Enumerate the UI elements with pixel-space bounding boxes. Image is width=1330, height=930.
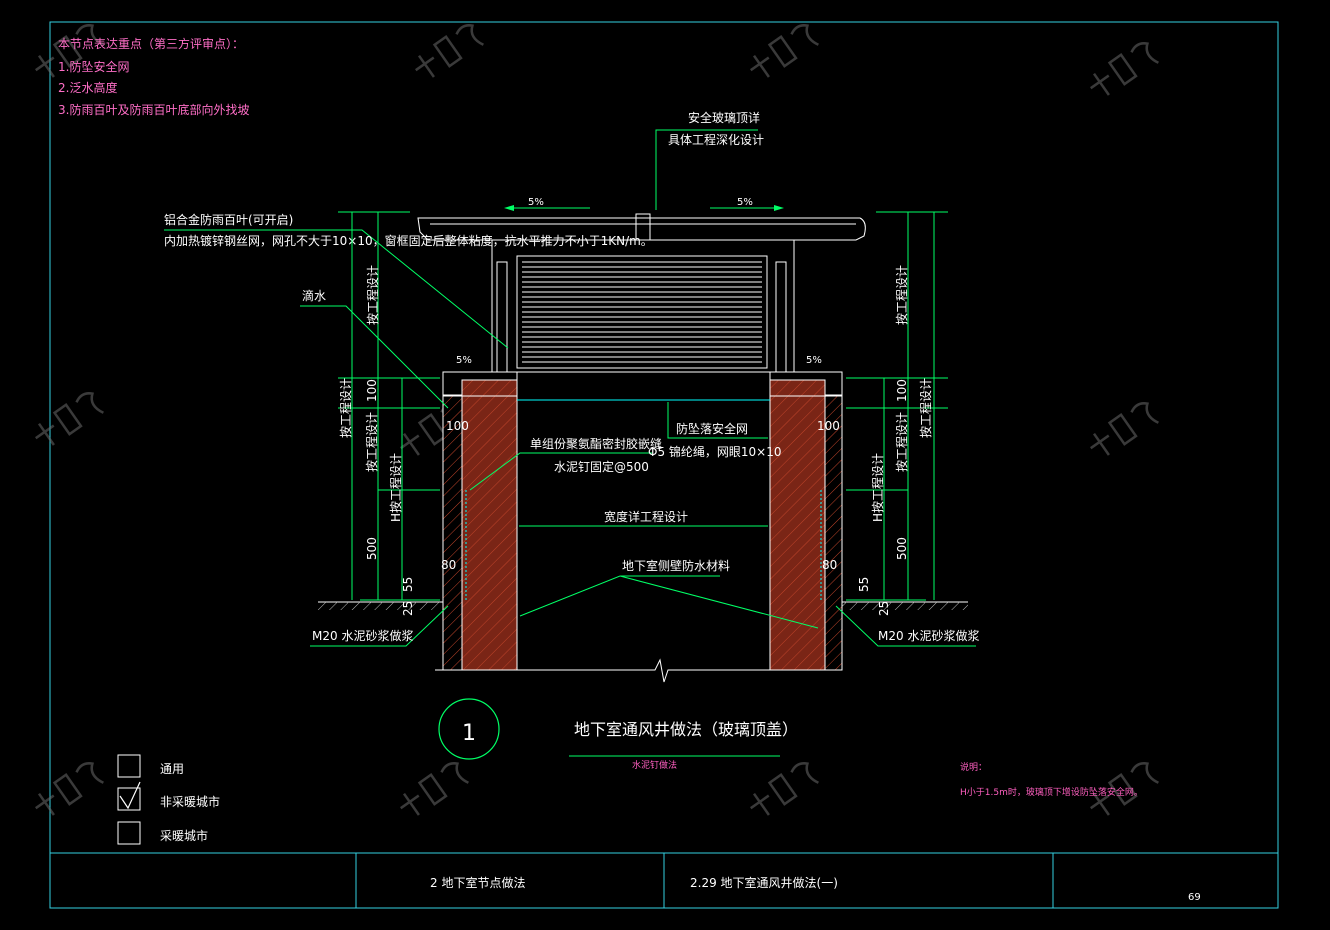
label-louver-2: 内加热镀锌钢丝网，网孔不大于10×10，窗框固定后整体粘度，抗水平推力不小于1K… [164, 233, 653, 248]
arrowhead [504, 205, 514, 211]
label-waterproof: 地下室侧壁防水材料 [622, 558, 730, 573]
label-glass-top-2: 具体工程深化设计 [668, 132, 764, 147]
ground-hatch-right [842, 602, 968, 610]
dim-right-by-project-3: 按工程设计 [894, 412, 909, 472]
leader-safety-net [667, 402, 768, 439]
louver-panel [516, 255, 768, 369]
right-wall-finish [824, 394, 843, 671]
dim-left-100: 100 [365, 379, 379, 402]
dim-left-by-project-2: 按工程设计 [338, 378, 353, 438]
dim-right-55: 55 [857, 577, 871, 592]
glass-ridge [635, 213, 651, 241]
louver-slats [522, 261, 762, 363]
notes-item-1: 1.防坠安全网 [58, 59, 129, 74]
dim-left-h: H按工程设计 [388, 453, 403, 522]
break-line [435, 658, 842, 683]
dim-right-25: 25 [877, 601, 891, 616]
dim-left-25: 25 [401, 601, 415, 616]
titleblock-page: 69 [1188, 892, 1201, 903]
dim-right-100b: 100 [817, 419, 840, 433]
dim-left-by-project-1: 按工程设计 [365, 265, 380, 325]
check-icon [119, 781, 141, 810]
leader-glass-top [655, 129, 758, 210]
label-louver-1: 铝合金防雨百叶(可开启) [164, 212, 293, 227]
label-sealant-2: 水泥钉固定@500 [554, 459, 649, 474]
legend-checkbox-non-heating[interactable] [117, 787, 141, 811]
detail-subtitle: 水泥钉做法 [632, 759, 677, 771]
dim-right-80: 80 [822, 558, 837, 572]
dim-right-by-project-1: 按工程设计 [894, 265, 909, 325]
label-safety-net-1: 防坠落安全网 [676, 421, 748, 436]
dim-right-by-project-2: 按工程设计 [918, 378, 933, 438]
dim-left-80: 80 [441, 558, 456, 572]
notes-item-3: 3.防雨百叶及防雨百叶底部向外找坡 [58, 102, 249, 117]
leader-waterproof-right [619, 575, 819, 629]
slope-label-left: 5% [528, 197, 544, 208]
label-mortar-left: M20 水泥砂浆做浆 [312, 628, 413, 643]
right-post [775, 261, 787, 373]
arrowhead [774, 205, 784, 211]
label-mortar-right: M20 水泥砂浆做浆 [878, 628, 979, 643]
leader-drip [300, 305, 449, 409]
titleblock-section: 2 地下室节点做法 [430, 875, 525, 890]
legend-label-heating: 采暖城市 [160, 828, 208, 843]
label-safety-net-2: Φ5 锦纶绳，网眼10×10 [648, 445, 782, 459]
drawing-frame [49, 21, 1279, 909]
notes-heading: 本节点表达重点（第三方评审点）： [58, 36, 244, 51]
leader-waterproof [519, 575, 720, 617]
left-wall [461, 379, 518, 671]
leader-louver [164, 229, 509, 349]
detail-title: 地下室通风井做法（玻璃顶盖） [574, 720, 798, 739]
remark-heading: 说明： [960, 761, 987, 773]
dim-right-100: 100 [895, 379, 909, 402]
left-post [496, 261, 508, 373]
leader-sealant [469, 452, 652, 491]
detail-number: 1 [462, 721, 476, 746]
titleblock-drawing: 2.29 地下室通风井做法(一) [690, 875, 838, 890]
remark-text: H小于1.5m时，玻璃顶下增设防坠落安全网。 [960, 786, 1143, 798]
right-wall [769, 379, 826, 671]
label-sealant-1: 单组份聚氨酯密封胶嵌缝 [530, 436, 662, 451]
left-coping [442, 371, 518, 397]
right-coping [769, 371, 843, 397]
dim-right-h: H按工程设计 [870, 453, 885, 522]
detail-number-circle [438, 698, 500, 760]
dim-left-by-project-3: 按工程设计 [364, 412, 379, 472]
slope-label-coping-right: 5% [806, 355, 822, 366]
dim-left-100b: 100 [446, 419, 469, 433]
legend-label-non-heating: 非采暖城市 [160, 794, 220, 809]
slope-label-right: 5% [737, 197, 753, 208]
ground-hatch-left [318, 602, 443, 610]
watermark-logo [35, 24, 1159, 816]
notes-item-2: 2.泛水高度 [58, 80, 117, 95]
label-drip: 滴水 [302, 288, 326, 303]
dim-left-55: 55 [401, 577, 415, 592]
dim-left-500: 500 [365, 537, 379, 560]
slope-label-coping-left: 5% [456, 355, 472, 366]
label-glass-top-1: 安全玻璃顶详 [688, 110, 760, 125]
left-wall-finish [442, 394, 463, 671]
legend-checkbox-general[interactable] [117, 754, 141, 778]
legend-label-general: 通用 [160, 762, 184, 776]
legend-checkbox-heating[interactable] [117, 821, 141, 845]
label-width: 宽度详工程设计 [604, 509, 688, 524]
dim-right-500: 500 [895, 537, 909, 560]
leader-mortar-left [310, 605, 449, 647]
leader-mortar-right [835, 605, 976, 647]
